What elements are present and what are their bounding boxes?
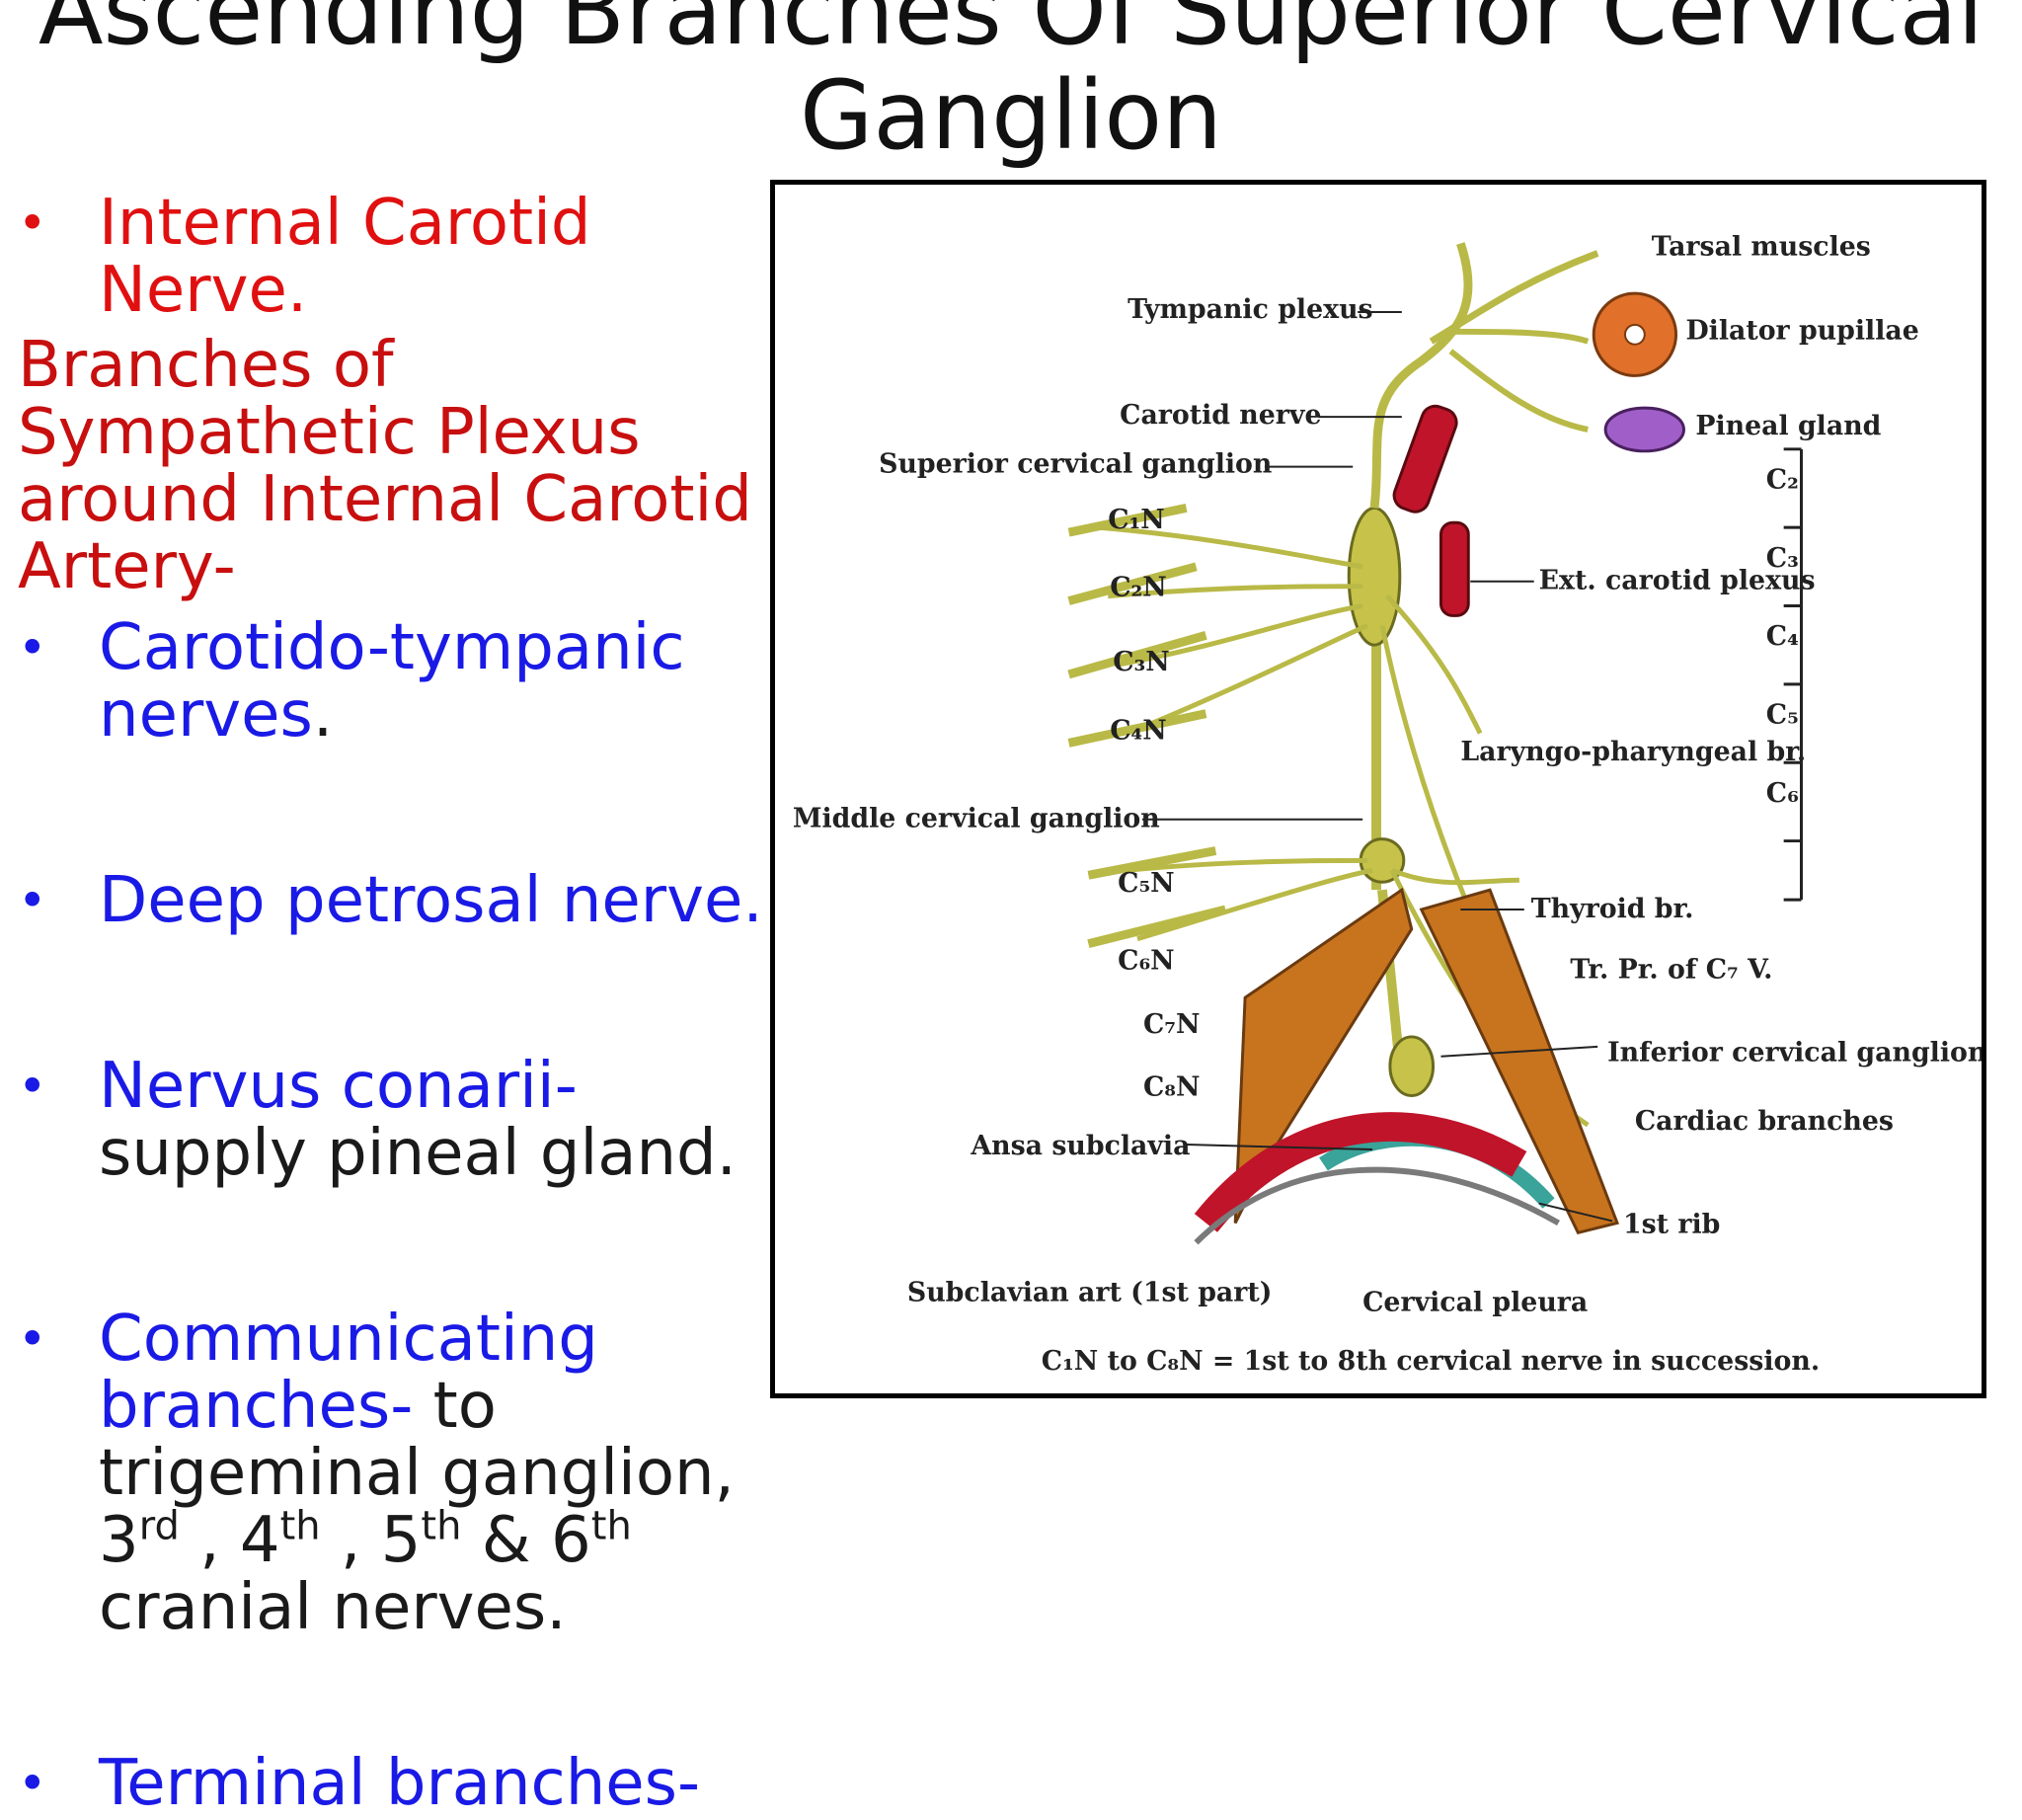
bullet-text: supply pineal gland.: [99, 1117, 737, 1190]
label-vertebra-c4: C₄: [1766, 621, 1799, 652]
bullet-text: , 5: [320, 1504, 422, 1577]
label-cervical-pleura: Cervical pleura: [1362, 1288, 1588, 1318]
internal-carotid-artery: [1392, 404, 1458, 514]
anatomy-figure: Tarsal muscles Tympanic plexus Dilator p…: [770, 180, 1986, 1398]
list-item: • Terminal branches-: [18, 1750, 778, 1817]
vertebrae-boxes: [1783, 447, 1803, 902]
label-c3n: C₃N: [1113, 647, 1170, 677]
figure-caption: C₁N to C₈N = 1st to 8th cervical nerve i…: [1042, 1346, 1820, 1377]
bullet-list: • Internal Carotid Nerve. Branches of Sy…: [18, 190, 778, 1817]
superior-ganglion-shape: [1347, 506, 1402, 647]
bullet-text: cranial nerves.: [99, 1571, 567, 1644]
ascending-nerve: [1369, 242, 1473, 509]
leader: [1440, 1045, 1598, 1058]
c2-nerve: [1067, 562, 1198, 605]
label-c7n: C₇N: [1143, 1009, 1201, 1040]
label-first-rib: 1st rib: [1623, 1209, 1720, 1239]
bullet-text: Internal Carotid Nerve.: [99, 187, 591, 327]
external-carotid-artery: [1439, 520, 1470, 617]
label-inferior-cervical-ganglion: Inferior cervical ganglion: [1607, 1038, 1982, 1068]
label-pineal-gland: Pineal gland: [1695, 411, 1881, 441]
bullet-term: Communicating branches-: [99, 1303, 598, 1443]
leader: [1538, 1202, 1613, 1223]
label-thyroid-br: Thyroid br.: [1531, 894, 1694, 924]
bullet-text-end: .: [312, 678, 334, 752]
bullet-text: Terminal branches-: [99, 1747, 701, 1820]
dilator-branch: [1450, 328, 1590, 345]
label-ansa-subclavia: Ansa subclavia: [970, 1131, 1190, 1161]
superscript: th: [590, 1503, 632, 1549]
list-item: • Deep petrosal nerve.: [18, 867, 778, 934]
leader: [1186, 1144, 1373, 1151]
c5-nerve: [1087, 846, 1217, 880]
ramus: [1108, 584, 1363, 599]
list-item: • Communicating branches- to trigeminal …: [18, 1306, 778, 1641]
leader-lines: [1141, 310, 1613, 1223]
label-vertebra-c5: C₅: [1766, 700, 1799, 731]
inferior-ganglion-shape: [1388, 1035, 1436, 1097]
label-vertebra-c6: C₆: [1766, 778, 1799, 809]
bullet-dot: •: [18, 872, 47, 929]
label-c4n: C₄N: [1110, 715, 1167, 746]
ganglion-diagram: Tarsal muscles Tympanic plexus Dilator p…: [793, 231, 1982, 1377]
ramus: [1117, 603, 1363, 668]
bullet-text: & 6: [461, 1504, 591, 1577]
label-middle-cervical-ganglion: Middle cervical ganglion: [793, 804, 1160, 834]
label-superior-cervical-ganglion: Superior cervical ganglion: [879, 449, 1272, 480]
label-c1n: C₁N: [1108, 505, 1165, 535]
subclavian-artery-shape: [1194, 1112, 1527, 1232]
ramus: [1098, 524, 1363, 570]
bullet-dot: •: [18, 1058, 47, 1115]
label-subclavian-art: Subclavian art (1st part): [907, 1278, 1273, 1308]
label-c2n: C₂N: [1110, 573, 1167, 603]
pineal-gland-shape: [1603, 406, 1685, 453]
label-cardiac-branches: Cardiac branches: [1635, 1106, 1894, 1137]
label-dilator-pupillae: Dilator pupillae: [1685, 316, 1918, 347]
bullet-dot: •: [18, 1310, 47, 1368]
bullet-text: , 4: [179, 1504, 280, 1577]
bullet-text: Carotido-tympanic nerves: [99, 611, 685, 752]
grey-rami: [1098, 524, 1373, 942]
label-c6n: C₆N: [1118, 946, 1175, 977]
ramus: [1127, 857, 1368, 873]
label-c5n: C₅N: [1118, 868, 1175, 899]
bullet-text: to trigeminal ganglion, 3: [99, 1370, 735, 1577]
section-heading: Branches of Sympathetic Plexus around In…: [18, 329, 752, 603]
label-tr-pr-c7v: Tr. Pr. of C₇ V.: [1570, 954, 1772, 985]
pineal-branch: [1448, 349, 1589, 433]
c6-nerve: [1087, 905, 1227, 949]
superscript: rd: [138, 1503, 180, 1549]
list-item: • Internal Carotid Nerve.: [18, 190, 778, 324]
tarsal-branch: [1429, 250, 1599, 345]
bullet-dot: •: [18, 195, 47, 252]
ramus: [1136, 867, 1373, 942]
bullet-term: Nervus conarii-: [99, 1050, 578, 1123]
scalene-muscle-right: [1419, 888, 1620, 1235]
c1-nerve: [1067, 503, 1188, 537]
label-laryngo-pharyngeal: Laryngo-pharyngeal br.: [1460, 737, 1806, 767]
ramus: [1127, 623, 1369, 736]
superscript: th: [421, 1503, 462, 1549]
label-vertebra-c3: C₃: [1766, 543, 1799, 574]
label-carotid-nerve: Carotid nerve: [1120, 400, 1321, 431]
bullet-dot: •: [18, 1755, 47, 1812]
bullet-text: Deep petrosal nerve.: [99, 864, 763, 937]
laryngo-branch: [1385, 593, 1483, 735]
label-tympanic-plexus: Tympanic plexus: [1128, 294, 1373, 325]
c3-nerve: [1067, 630, 1207, 679]
label-c8n: C₈N: [1143, 1071, 1201, 1102]
label-vertebra-c2: C₂: [1766, 464, 1799, 495]
bullet-dot: •: [18, 619, 47, 676]
first-rib-shape: [1194, 1166, 1560, 1245]
label-tarsal-muscles: Tarsal muscles: [1652, 231, 1871, 262]
superscript: th: [279, 1503, 321, 1549]
slide-title: Ascending Branches Of Superior Cervical …: [38, 0, 1984, 171]
pupil-shape: [1623, 323, 1646, 346]
list-item: • Nervus conarii- supply pineal gland.: [18, 1053, 778, 1187]
list-item: • Carotido-tympanic nerves.: [18, 614, 778, 749]
label-ext-carotid-plexus: Ext. carotid plexus: [1539, 566, 1816, 596]
